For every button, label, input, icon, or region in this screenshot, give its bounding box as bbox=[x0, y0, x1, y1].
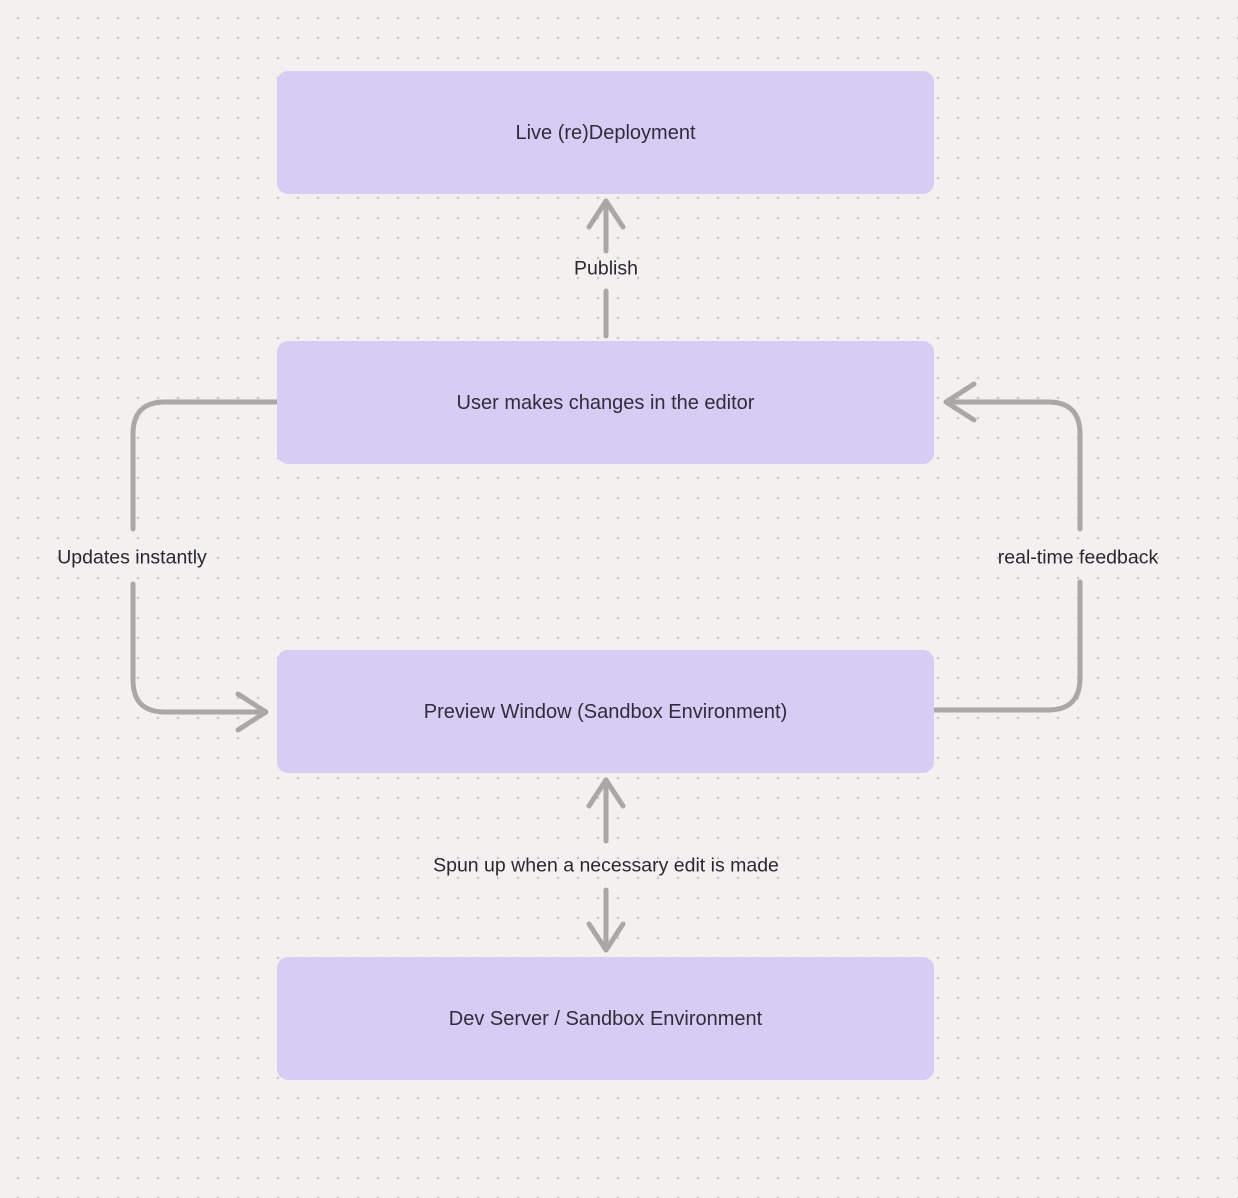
edge-publish-arrow bbox=[586, 198, 626, 339]
realtime-feedback-path-bottom bbox=[931, 579, 1083, 713]
node-live-redeployment: Live (re)Deployment bbox=[277, 71, 934, 194]
updates-instantly-path-bottom bbox=[130, 581, 264, 715]
node-preview-window-label: Preview Window (Sandbox Environment) bbox=[423, 700, 788, 723]
spun-up-arrowhead-down-icon bbox=[586, 921, 626, 953]
edge-spun-up-arrow bbox=[586, 777, 626, 953]
node-user-edits: User makes changes in the editor bbox=[277, 341, 934, 464]
node-live-redeployment-label: Live (re)Deployment bbox=[515, 121, 696, 144]
realtime-feedback-path-top bbox=[948, 399, 1083, 532]
edge-updates-instantly-arrow bbox=[130, 399, 281, 733]
edge-label-publish: Publish bbox=[574, 257, 638, 280]
node-dev-server-label: Dev Server / Sandbox Environment bbox=[448, 1007, 763, 1030]
edge-label-updates-instantly: Updates instantly bbox=[57, 546, 207, 569]
realtime-feedback-arrowhead-left-icon bbox=[943, 381, 977, 423]
node-user-edits-label: User makes changes in the editor bbox=[456, 391, 755, 414]
edge-label-realtime-feedback: real-time feedback bbox=[997, 546, 1159, 569]
updates-instantly-path-top bbox=[130, 399, 281, 532]
edge-label-spun-up: Spun up when a necessary edit is made bbox=[433, 854, 779, 877]
edge-realtime-feedback-arrow bbox=[931, 381, 1083, 713]
node-dev-server: Dev Server / Sandbox Environment bbox=[277, 957, 934, 1080]
node-preview-window: Preview Window (Sandbox Environment) bbox=[277, 650, 934, 773]
updates-instantly-arrowhead-right-icon bbox=[235, 691, 269, 733]
